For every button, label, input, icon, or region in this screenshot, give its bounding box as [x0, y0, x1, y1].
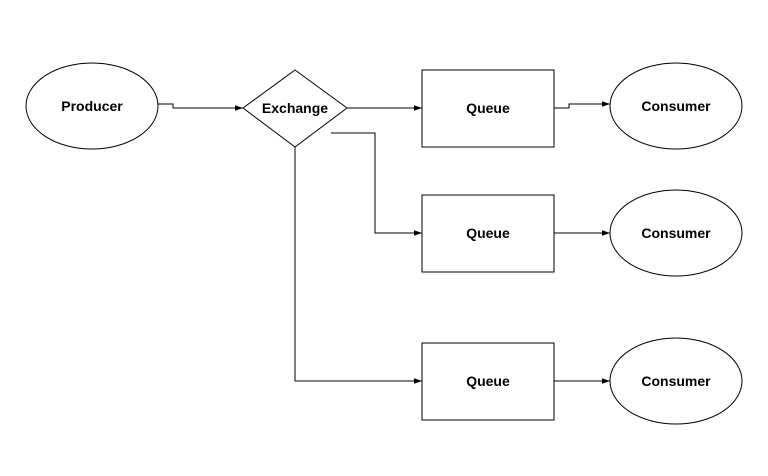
exchange-diamond — [242, 69, 348, 148]
consumer-label: Consumer — [641, 225, 711, 241]
consumer-node-3: Consumer — [609, 337, 743, 425]
queue-node-3: Queue — [421, 342, 555, 421]
consumer-label: Consumer — [641, 98, 711, 114]
consumer-ellipse — [609, 189, 743, 277]
consumer-label: Consumer — [641, 373, 711, 389]
queue-label: Queue — [466, 225, 510, 241]
queue-node-2: Queue — [421, 194, 555, 273]
queue-node-1: Queue — [421, 69, 555, 148]
consumer-ellipse — [609, 337, 743, 425]
producer-label: Producer — [61, 98, 123, 114]
exchange-node: Exchange — [242, 69, 348, 148]
queue-box — [421, 194, 555, 273]
edge-exchange-to-queue-3 — [294, 147, 422, 384]
queue-label: Queue — [466, 373, 510, 389]
edge-producer-to-exchange — [158, 103, 243, 111]
consumer-ellipse — [609, 62, 743, 150]
queue-box — [421, 342, 555, 421]
producer-ellipse — [25, 62, 159, 150]
queue-label: Queue — [466, 100, 510, 116]
queue-box — [421, 69, 555, 148]
exchange-label: Exchange — [262, 100, 328, 116]
edge-queue-1-to-consumer-1 — [554, 101, 610, 109]
consumer-node-1: Consumer — [609, 62, 743, 150]
producer-node: Producer — [25, 62, 159, 150]
edge-exchange-to-queue-2 — [331, 132, 422, 236]
consumer-node-2: Consumer — [609, 189, 743, 277]
